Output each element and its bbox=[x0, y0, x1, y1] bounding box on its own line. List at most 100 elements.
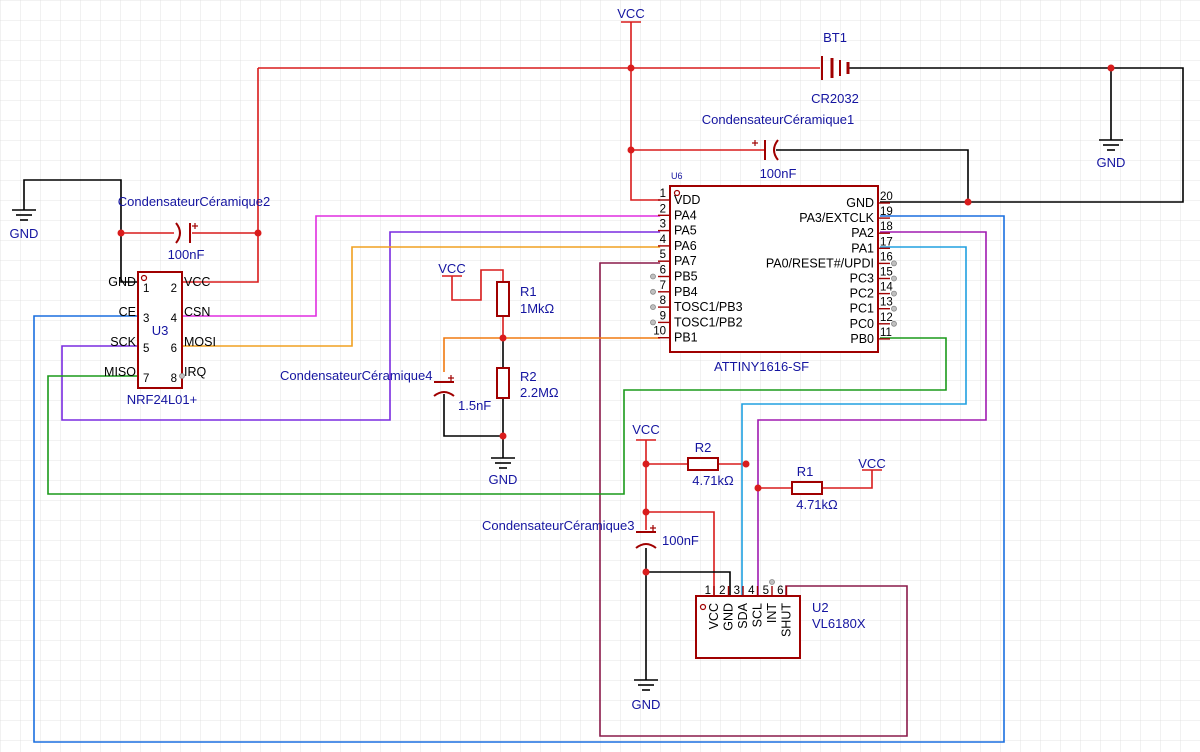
capacitor-c2[interactable] bbox=[175, 222, 198, 244]
u6-pin-name: PC2 bbox=[850, 287, 874, 301]
ic-u6[interactable] bbox=[669, 185, 879, 353]
pin1-marker-icon bbox=[140, 274, 148, 282]
u3-pin-number: 4 bbox=[171, 313, 178, 325]
junction-dot bbox=[627, 64, 635, 72]
u2-pin-name: SCL bbox=[751, 603, 765, 627]
u6-pin-name: PA1 bbox=[851, 241, 874, 255]
junction-dot bbox=[117, 229, 125, 237]
nc-pin-icon bbox=[650, 273, 656, 280]
u3-pin-name: IRQ bbox=[184, 365, 207, 379]
junction-dot bbox=[254, 229, 262, 237]
u2-pin-name: SHUT bbox=[780, 603, 794, 637]
u6-pin-number: 15 bbox=[880, 267, 893, 279]
u6-pin-name: PA2 bbox=[851, 226, 874, 240]
u3-pin-name: MOSI bbox=[184, 335, 216, 349]
u6-pin-number: 14 bbox=[880, 282, 893, 294]
c1-value: 100nF bbox=[760, 166, 797, 181]
u6-pin-name: VDD bbox=[674, 193, 700, 207]
net-pb1 bbox=[443, 337, 660, 372]
nc-pin-icon bbox=[891, 260, 897, 267]
u6-pin-number: 8 bbox=[660, 295, 666, 307]
resistor-r2[interactable] bbox=[496, 367, 510, 399]
nc-pin-icon bbox=[179, 373, 185, 379]
nc-pin-icon bbox=[891, 290, 897, 297]
u6-pin-name: PA4 bbox=[674, 208, 697, 222]
pin1-marker-icon bbox=[699, 603, 707, 611]
u2-pin-name: VCC bbox=[707, 603, 721, 629]
u6-pin-number: 1 bbox=[660, 188, 666, 200]
net-pa2 bbox=[757, 231, 987, 596]
gnd-symbol-mid bbox=[491, 457, 515, 469]
gnd-label-left: GND bbox=[10, 226, 39, 241]
u2-pin-name: INT bbox=[765, 603, 779, 624]
u6-right-pins: 20GND19PA3/EXTCLK18PA217PA116PA0/RESET#/… bbox=[766, 191, 897, 346]
u6-pin-number: 6 bbox=[660, 265, 666, 277]
capacitor-c4[interactable] bbox=[433, 375, 455, 397]
resistor-r1[interactable] bbox=[496, 281, 510, 317]
u6-pin-name: PB1 bbox=[674, 331, 698, 345]
u6-pin-number: 16 bbox=[880, 251, 893, 263]
resistor-r2-pullup[interactable] bbox=[687, 457, 719, 471]
nc-pin-icon bbox=[891, 320, 897, 327]
nc-pin-icon bbox=[650, 304, 656, 311]
net-pa6 bbox=[182, 246, 660, 347]
u3-ref: U3 bbox=[152, 323, 169, 338]
u6-pin-number: 19 bbox=[880, 206, 893, 218]
u6-pin-name: GND bbox=[846, 196, 874, 210]
u2-part: VL6180X bbox=[812, 616, 866, 631]
u3-pin-name: CSN bbox=[184, 305, 210, 319]
ic-u2[interactable] bbox=[695, 579, 801, 659]
u6-pin-name: PA7 bbox=[674, 254, 697, 268]
u6-pin-name: TOSC1/PB3 bbox=[674, 300, 743, 314]
gnd-label-mid: GND bbox=[489, 472, 518, 487]
junction-dot bbox=[642, 508, 650, 516]
u6-pin-name: PA0/RESET#/UPDI bbox=[766, 256, 874, 270]
r1-value: 1MkΩ bbox=[520, 301, 555, 316]
u3-pin-name: SCK bbox=[110, 335, 136, 349]
u6-pin-number: 11 bbox=[880, 327, 892, 339]
capacitor-c1[interactable] bbox=[752, 139, 779, 161]
u3-pin-number: 7 bbox=[143, 373, 149, 385]
u2-pin-number: 1 bbox=[705, 585, 711, 597]
c3-name: CondensateurCéramique3 bbox=[482, 518, 634, 533]
u6-pin-number: 9 bbox=[660, 310, 666, 322]
u6-pin-name: PB4 bbox=[674, 285, 698, 299]
u6-pin-number: 12 bbox=[880, 312, 893, 324]
u2-body bbox=[695, 595, 801, 659]
u6-pin-number: 3 bbox=[660, 219, 666, 231]
u6-pin-number: 7 bbox=[660, 280, 666, 292]
net-pa1 bbox=[741, 246, 967, 596]
resistor-r1-pullup[interactable] bbox=[791, 481, 823, 495]
junction-dot bbox=[642, 460, 650, 468]
u2-pin-number: 2 bbox=[719, 585, 725, 597]
u6-pin-number: 20 bbox=[880, 191, 893, 203]
u6-pin-name: PC1 bbox=[850, 302, 874, 316]
gnd-symbol-left bbox=[12, 200, 36, 221]
capacitor-c3[interactable] bbox=[635, 525, 657, 549]
c1-name: CondensateurCéramique1 bbox=[702, 112, 854, 127]
u6-pin-name: PB5 bbox=[674, 270, 698, 284]
u6-body bbox=[669, 185, 879, 353]
u6-pin-number: 13 bbox=[880, 297, 893, 309]
net-pa4 bbox=[182, 215, 660, 317]
ic-u3[interactable] bbox=[137, 271, 183, 389]
r2b-ref: R2 bbox=[695, 440, 712, 455]
vcc-label-r1b: VCC bbox=[858, 456, 885, 471]
nc-pin-icon bbox=[769, 579, 775, 585]
u3-pin-name: CE bbox=[119, 305, 136, 319]
u6-pin-name: TOSC1/PB2 bbox=[674, 315, 743, 329]
u3-pin-name: MISO bbox=[104, 365, 136, 379]
gnd-symbol-bt bbox=[1099, 139, 1123, 151]
u6-part: ATTINY1616-SF bbox=[714, 359, 809, 374]
u6-pin-number: 18 bbox=[880, 221, 893, 233]
bt1-ref: BT1 bbox=[823, 30, 847, 45]
battery-bt1[interactable] bbox=[821, 56, 850, 80]
gnd-symbol-bottom bbox=[634, 679, 658, 691]
u3-pin-number: 5 bbox=[143, 343, 149, 355]
u3-pin-number: 2 bbox=[171, 283, 177, 295]
pin1-marker-icon bbox=[673, 189, 681, 197]
junction-dot bbox=[642, 568, 650, 576]
u6-pin-name: PB0 bbox=[850, 332, 874, 346]
